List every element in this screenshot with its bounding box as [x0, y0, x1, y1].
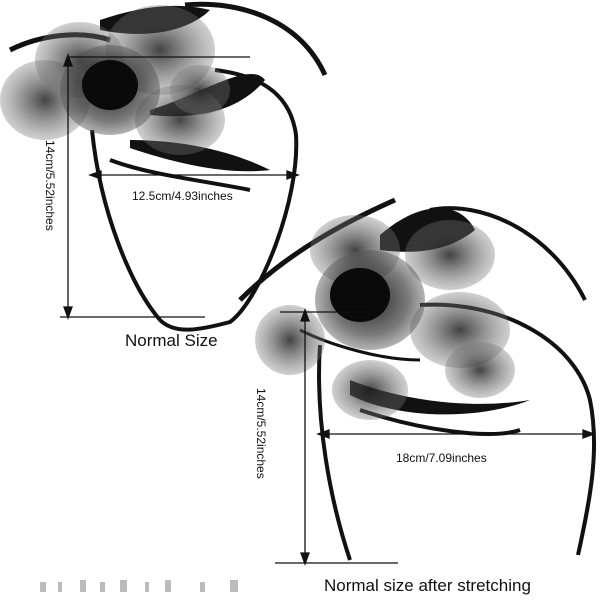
top-height-label: 14cm/5.52inches	[43, 140, 57, 231]
top-headband	[90, 68, 299, 332]
top-feather	[184, 1, 328, 77]
bottom-height-label: 14cm/5.52inches	[254, 388, 268, 479]
top-fascinator	[0, 1, 328, 332]
top-dimension-lines	[60, 53, 300, 320]
bottom-headband	[317, 344, 352, 561]
bottom-width-label: 18cm/7.09inches	[396, 451, 487, 465]
bottom-caption: Normal size after stretching	[324, 576, 531, 595]
cropped-bottom-text	[40, 580, 238, 592]
top-width-label: 12.5cm/4.93inches	[132, 189, 233, 203]
bottom-dimension-lines	[275, 308, 596, 566]
top-caption: Normal Size	[125, 331, 218, 350]
bottom-fascinator	[238, 197, 597, 561]
